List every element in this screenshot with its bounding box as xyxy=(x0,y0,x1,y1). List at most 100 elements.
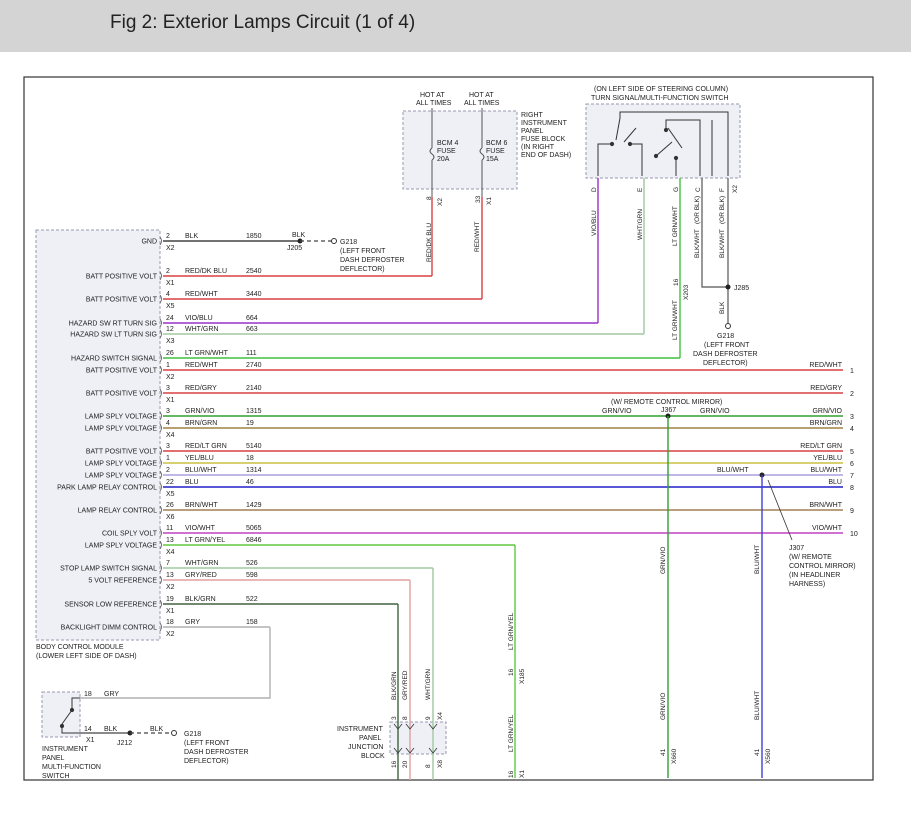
bottom-pin-1b: 16 xyxy=(508,770,515,778)
bcm-pin-label: PARK LAMP RELAY CONTROL xyxy=(57,485,157,492)
wire-circuit-label: 664 xyxy=(246,315,258,322)
wire-color-label: RED/DK BLU xyxy=(185,268,227,275)
right-wire-number: 10 xyxy=(850,531,858,538)
wire-circuit-label: 18 xyxy=(246,455,254,462)
wire-circuit-label: 5065 xyxy=(246,525,262,532)
bottom-conn-2: X660 xyxy=(671,748,678,764)
bcm-pin-connector: X2 xyxy=(166,245,175,252)
g218-top-2: (LEFT FRONT xyxy=(340,248,386,255)
right-wire-label: BRN/GRN xyxy=(810,420,842,427)
turn-wire-label-5: BLK/WHT xyxy=(694,229,701,258)
bcm-pin-number: 13 xyxy=(166,537,174,544)
turn-pin-g: G xyxy=(673,187,680,192)
bottom-wire-2: GRN/VIO xyxy=(660,547,667,574)
bcm-pin-number: 4 xyxy=(166,291,170,298)
ipjb-connectors xyxy=(393,723,438,754)
fuse2-symbol xyxy=(479,147,485,161)
bcm-pin-number: 19 xyxy=(166,596,174,603)
pin-connector-mark xyxy=(159,388,162,398)
fuse-hot1-b: ALL TIMES xyxy=(416,100,452,107)
wire-circuit-label: 2740 xyxy=(246,362,262,369)
turn-switch-conn: X2 xyxy=(732,185,739,193)
fuse-block-label-3: PANEL xyxy=(521,128,544,135)
bcm-pin-number: 2 xyxy=(166,268,170,275)
turn-switch-label-1: (ON LEFT SIDE OF STEERING COLUMN) xyxy=(594,86,728,93)
bcm-pin-connector: X2 xyxy=(166,374,175,381)
j367-label: J367 xyxy=(661,407,676,414)
fuse-block-label-4: FUSE BLOCK xyxy=(521,136,566,143)
wire-color-label: BLK xyxy=(185,233,199,240)
wire-color-label: RED/GRY xyxy=(185,385,217,392)
blu-wht-label: BLU/WHT xyxy=(717,467,749,474)
right-wire-number: 8 xyxy=(850,485,854,492)
fuse-wire2-label: RED/WHT xyxy=(474,222,481,252)
ipms-pin14: 14 xyxy=(84,726,92,733)
pin-connector-mark xyxy=(159,318,162,328)
ipjb-bottom-pin-2: 20 xyxy=(402,760,409,768)
right-wire-number: 1 xyxy=(850,368,854,375)
j212-label: J212 xyxy=(117,740,132,747)
j307-label-2: (W/ REMOTE xyxy=(789,554,832,561)
wire-color-label: BRN/WHT xyxy=(185,502,218,509)
right-wire-label: BLU xyxy=(828,479,842,486)
bcm-pin-number: 13 xyxy=(166,572,174,579)
fuse2-label-3: 15A xyxy=(486,156,499,163)
fuse2-label-2: FUSE xyxy=(486,148,505,155)
wire-color-label: RED/LT GRN xyxy=(185,443,227,450)
wire-color-label: GRY xyxy=(185,619,200,626)
bcm-pin-connector: X4 xyxy=(166,549,175,556)
right-wire-label: RED/LT GRN xyxy=(800,443,842,450)
fuse1-symbol xyxy=(429,147,435,161)
bcm-pin-label: BATT POSITIVE VOLT xyxy=(86,368,158,375)
right-wire-number: 2 xyxy=(850,391,854,398)
turn-blk-label: BLK xyxy=(719,301,726,314)
pin-connector-mark xyxy=(159,458,162,468)
wire-color-label: RED/WHT xyxy=(185,362,218,369)
bottom-wire-2b: GRN/VIO xyxy=(660,693,667,720)
bottom-wire-1: LT GRN/YEL xyxy=(508,612,515,650)
bcm-pin-label: LAMP SPLY VOLTAGE xyxy=(85,414,157,421)
wire-color-label: LT GRN/WHT xyxy=(185,350,229,357)
bcm-pin-connector: X2 xyxy=(166,584,175,591)
bottom-conn-3: X560 xyxy=(765,748,772,764)
bcm-pin-connector: X5 xyxy=(166,491,175,498)
turn-wire-label-2: WHT/GRN xyxy=(637,209,644,240)
fuse1-label-1: BCM 4 xyxy=(437,140,459,147)
g218-top-3: DASH DEFROSTER xyxy=(340,257,405,264)
wire-color-label: LT GRN/YEL xyxy=(185,537,225,544)
fuse-block-box xyxy=(402,110,518,190)
g218-bottom-3: DASH DEFROSTER xyxy=(184,749,249,756)
bcm-pin-label: HAZARD SW RT TURN SIG xyxy=(69,321,157,328)
bcm-pin-number: 12 xyxy=(166,326,174,333)
j307-label-5: HARNESS) xyxy=(789,581,825,588)
bcm-pin-connector: X2 xyxy=(166,631,175,638)
pin-connector-mark xyxy=(159,470,162,480)
bcm-pin-number: 3 xyxy=(166,408,170,415)
pin-connector-mark xyxy=(159,575,162,585)
right-wire-number: 9 xyxy=(850,508,854,515)
fuse-conn2: X1 xyxy=(486,197,493,205)
ipjb-bottom-conn: X8 xyxy=(437,760,444,768)
bcm-pin-number: 1 xyxy=(166,362,170,369)
figure-title: Fig 2: Exterior Lamps Circuit (1 of 4) xyxy=(110,12,416,33)
pin-connector-mark xyxy=(159,563,162,573)
bottom-wire-3b: BLU/WHT xyxy=(754,691,761,720)
bcm-pin-number: 24 xyxy=(166,315,174,322)
wire-color-label: VIO/WHT xyxy=(185,525,216,532)
bcm-pin-label: 5 VOLT REFERENCE xyxy=(88,578,157,585)
pin-connector-mark xyxy=(159,528,162,538)
j307-label-3: CONTROL MIRROR) xyxy=(789,563,856,570)
bcm-pin-number: 2 xyxy=(166,467,170,474)
wire-color-label: BLK/GRN xyxy=(185,596,216,603)
right-wire-number: 4 xyxy=(850,426,854,433)
bcm-pin-connector: X1 xyxy=(166,280,175,287)
bcm-pin-number: 22 xyxy=(166,479,174,486)
bcm-pin-label: LAMP SPLY VOLTAGE xyxy=(85,543,157,550)
right-wire-label: YEL/BLU xyxy=(813,455,842,462)
fuse-hot2-b: ALL TIMES xyxy=(464,100,500,107)
g218-top-1: G218 xyxy=(340,239,357,246)
turn-wire-label-1: VIO/BLU xyxy=(591,210,598,236)
g218-bottom-1: G218 xyxy=(184,731,201,738)
pin-connector-mark xyxy=(159,236,162,246)
